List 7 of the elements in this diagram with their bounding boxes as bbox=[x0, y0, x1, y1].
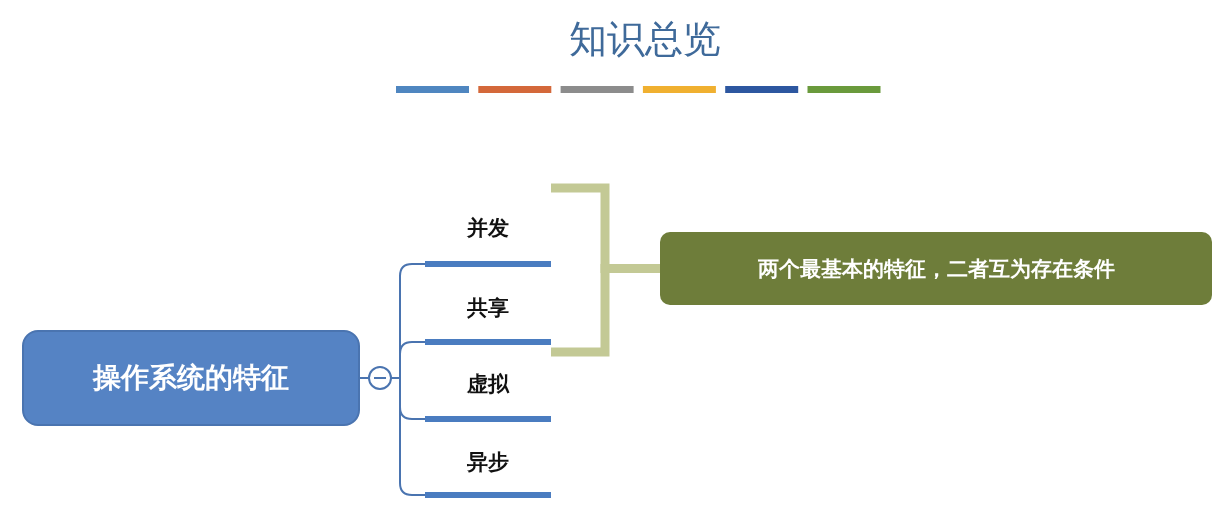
branch-label: 虚拟 bbox=[425, 366, 551, 422]
title: 知识总览 bbox=[568, 16, 722, 63]
branch-label: 并发 bbox=[425, 210, 551, 267]
branch-label: 共享 bbox=[425, 290, 551, 345]
branch-label: 异步 bbox=[425, 444, 551, 498]
topic-box: 操作系统的特征 bbox=[22, 330, 360, 426]
summary-box: 两个最基本的特征，二者互为存在条件 bbox=[660, 232, 1212, 305]
